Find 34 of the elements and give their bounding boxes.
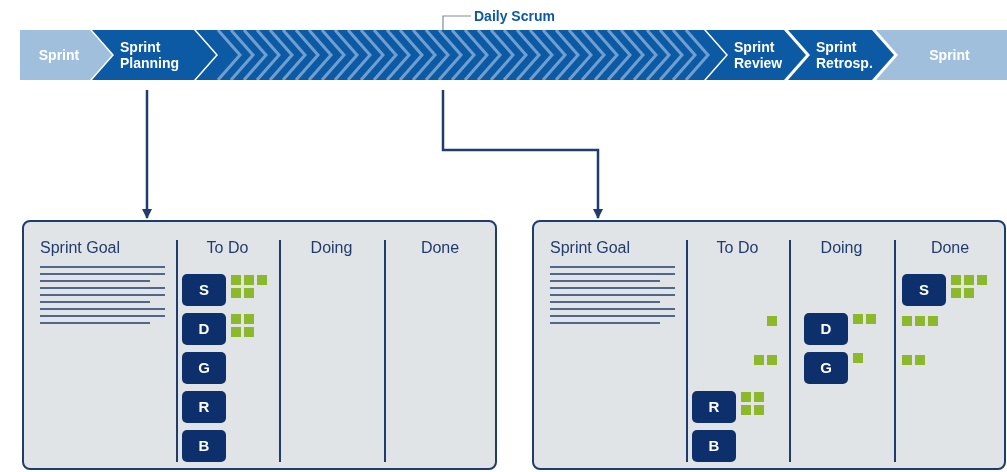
column-header: To Do xyxy=(205,238,250,258)
task-card: B xyxy=(692,430,736,462)
arrow xyxy=(441,90,603,219)
phase-block xyxy=(92,30,216,80)
task-board xyxy=(22,220,497,470)
phase-label: Sprint Review xyxy=(734,39,784,71)
phase-block xyxy=(20,30,112,80)
column-header: Done xyxy=(929,238,971,258)
column-header: Doing xyxy=(819,238,864,258)
task-card: R xyxy=(182,391,226,423)
leader-line xyxy=(442,15,472,31)
arrow xyxy=(142,90,152,219)
phase-block xyxy=(788,30,894,80)
task-card: D xyxy=(182,313,226,345)
column-header: To Do xyxy=(715,238,760,258)
column-header: Sprint Goal xyxy=(550,238,632,258)
task-card: R xyxy=(692,391,736,423)
phase-label: Sprint Retrosp. xyxy=(816,39,874,71)
phase-label: Sprint xyxy=(929,47,970,63)
column-header: Sprint Goal xyxy=(40,238,122,258)
task-card: G xyxy=(804,352,848,384)
task-card: D xyxy=(804,313,848,345)
column-header: Done xyxy=(419,238,461,258)
task-card: S xyxy=(902,274,946,306)
phase-block xyxy=(876,30,1007,80)
phase-block xyxy=(706,30,806,80)
task-board xyxy=(532,220,1006,470)
phase-label: Sprint xyxy=(38,47,80,63)
task-card: S xyxy=(182,274,226,306)
phase-title: Daily Scrum xyxy=(474,6,555,26)
task-card: G xyxy=(182,352,226,384)
column-header: Doing xyxy=(309,238,354,258)
task-card: B xyxy=(182,430,226,462)
phase-label: Sprint Planning xyxy=(120,39,181,71)
